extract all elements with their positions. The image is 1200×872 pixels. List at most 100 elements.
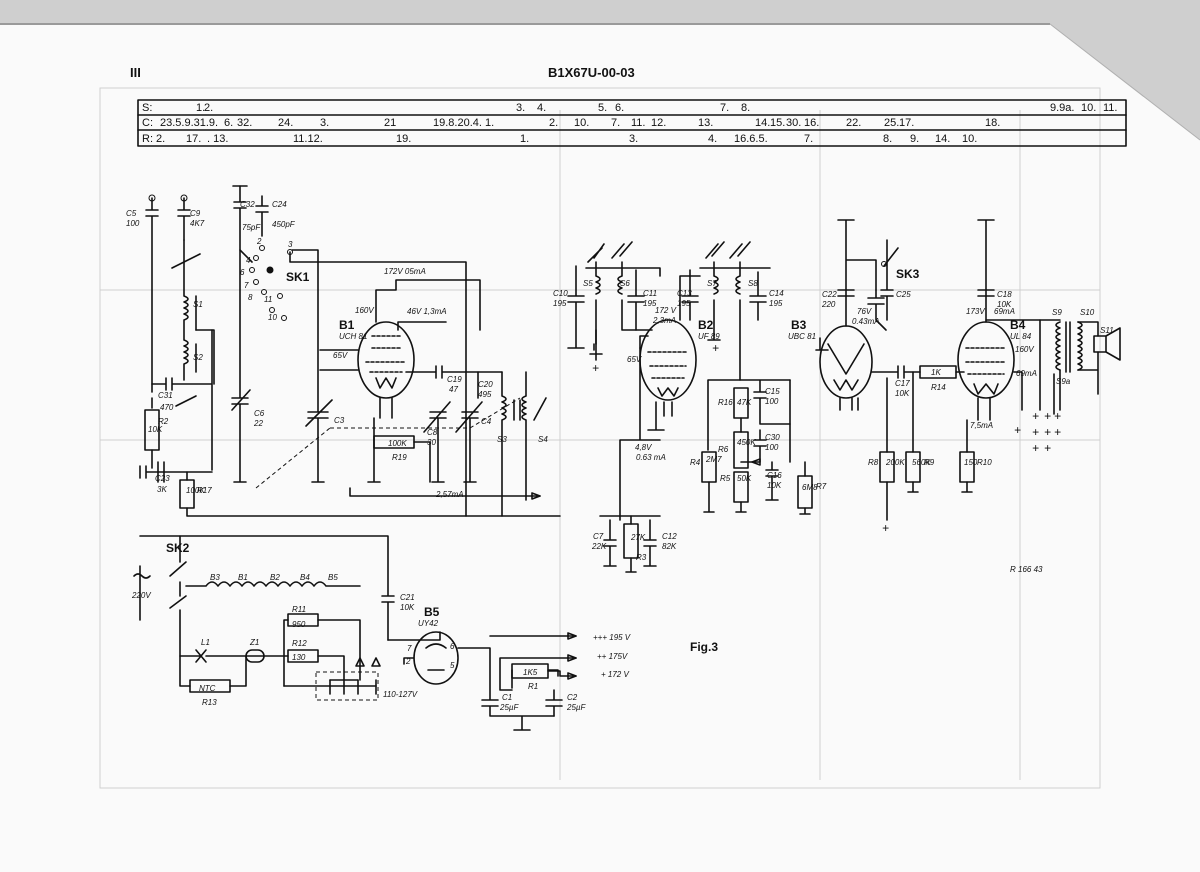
component-label: S2: [193, 353, 203, 362]
component-label: 47K: [737, 398, 752, 407]
svg-text:+: +: [1014, 423, 1021, 437]
svg-text:+: +: [712, 341, 719, 355]
table-row-prefix: S:: [142, 102, 152, 114]
component-label: C21: [400, 593, 415, 602]
component-label: C6: [254, 409, 265, 418]
component-label: 450pF: [272, 220, 296, 229]
table-cell: 14.: [935, 133, 950, 145]
component-label: 6M8: [802, 483, 818, 492]
sk2-mains-switch[interactable]: [169, 535, 187, 609]
component-label: 47: [449, 385, 458, 394]
svg-text:5: 5: [450, 661, 455, 670]
table-cell: 3.: [320, 117, 329, 129]
component-label: C12: [662, 532, 677, 541]
component-label: 25µF: [566, 703, 587, 712]
component-label: ++ 175V: [597, 652, 628, 661]
component-label: R2: [158, 417, 169, 426]
svg-text:6: 6: [240, 268, 245, 277]
table-cell: 12.: [651, 117, 666, 129]
component-label: 1K5: [523, 668, 538, 677]
svg-text:+: +: [1044, 425, 1051, 439]
table-cell: 16.: [804, 117, 819, 129]
component-label: B1: [238, 573, 248, 582]
component-label: C7: [593, 532, 604, 541]
component-label: 100: [765, 397, 779, 406]
component-label: S9: [1052, 308, 1062, 317]
component-label: R10: [977, 458, 992, 467]
component-label: R13: [202, 698, 217, 707]
table-cell: 32.: [237, 117, 252, 129]
component-label: R6: [718, 445, 729, 454]
svg-text:+: +: [592, 361, 599, 375]
tube-b4-type: UL 84: [1010, 332, 1032, 341]
table-cell: 3.: [516, 102, 525, 114]
svg-text:11: 11: [264, 295, 272, 304]
component-label: NTC: [199, 684, 216, 693]
table-cell: 13.: [698, 117, 713, 129]
component-label: R14: [931, 383, 946, 392]
table-cell: 7.: [720, 102, 729, 114]
component-label: R 166 43: [1010, 565, 1043, 574]
component-label: 495: [478, 390, 492, 399]
table-cell: 23.5.9.31.9.: [160, 117, 218, 129]
component-label: 200K: [885, 458, 905, 467]
svg-text:+: +: [1032, 441, 1039, 455]
table-row-r: R: 2.17.. 13.11.12.19.1.3.4.16.6.5.7.8.9…: [142, 133, 977, 145]
component-label: S10: [1080, 308, 1095, 317]
table-cell: 8.: [741, 102, 750, 114]
component-label: 75pF: [242, 223, 261, 232]
component-label: 195: [643, 299, 657, 308]
tube-b3-type: UBC 81: [788, 332, 816, 341]
component-label: 450K: [737, 438, 756, 447]
sk3-label: SK3: [896, 267, 920, 281]
component-label: 30: [427, 438, 436, 447]
tube-b1[interactable]: B1 UCH 81: [339, 318, 415, 399]
component-label: S6: [620, 279, 630, 288]
table-cell: . 13.: [207, 133, 228, 145]
table-cell: 14.: [755, 117, 770, 129]
component-label: 46V 1,3mA: [407, 307, 447, 316]
component-label: C23: [155, 474, 170, 483]
table-row-prefix: C:: [142, 117, 153, 129]
component-label: + 172 V: [601, 670, 629, 679]
component-label: 22K: [591, 542, 607, 551]
component-label: 220V: [131, 591, 151, 600]
component-label: C4: [481, 417, 492, 426]
component-label: 100: [765, 443, 779, 452]
svg-text:+: +: [1054, 425, 1061, 439]
component-label: 3K: [157, 485, 167, 494]
component-label: 50K: [737, 474, 752, 483]
component-label: B4: [300, 573, 310, 582]
tube-b5-type: UY42: [418, 619, 439, 628]
svg-text:3: 3: [288, 240, 293, 249]
component-label: 76V: [857, 307, 872, 316]
component-label: 110-127V: [383, 690, 418, 699]
component-label: R4: [690, 458, 701, 467]
sk1-label: SK1: [286, 270, 310, 284]
sk2-label: SK2: [166, 541, 190, 555]
component-label: 7,5mA: [970, 421, 993, 430]
tube-b2-type: UF 89: [698, 332, 720, 341]
component-label: C3: [334, 416, 345, 425]
page-number: III: [130, 65, 141, 80]
sk1-wafer-switch[interactable]: 2 3 4 6 7 8 11 10 SK1: [240, 237, 310, 322]
table-cell: 19.: [396, 133, 411, 145]
component-label: Z1: [249, 638, 259, 647]
table-cell: 19.8.20.4.: [433, 117, 482, 129]
component-label: 10K: [400, 603, 415, 612]
svg-text:+: +: [1044, 441, 1051, 455]
table-cell: 18.: [985, 117, 1000, 129]
component-label: B2: [270, 573, 280, 582]
component-label: 195: [769, 299, 783, 308]
svg-text:+: +: [1054, 409, 1061, 423]
component-label: B5: [328, 573, 338, 582]
model-number: B1X67U-00-03: [548, 65, 635, 80]
component-label: R5: [720, 474, 731, 483]
svg-text:7: 7: [244, 281, 249, 290]
component-label: R9: [924, 458, 935, 467]
svg-text:2: 2: [256, 237, 262, 246]
table-cell: 11.: [1103, 102, 1117, 114]
component-label: 130: [292, 653, 306, 662]
